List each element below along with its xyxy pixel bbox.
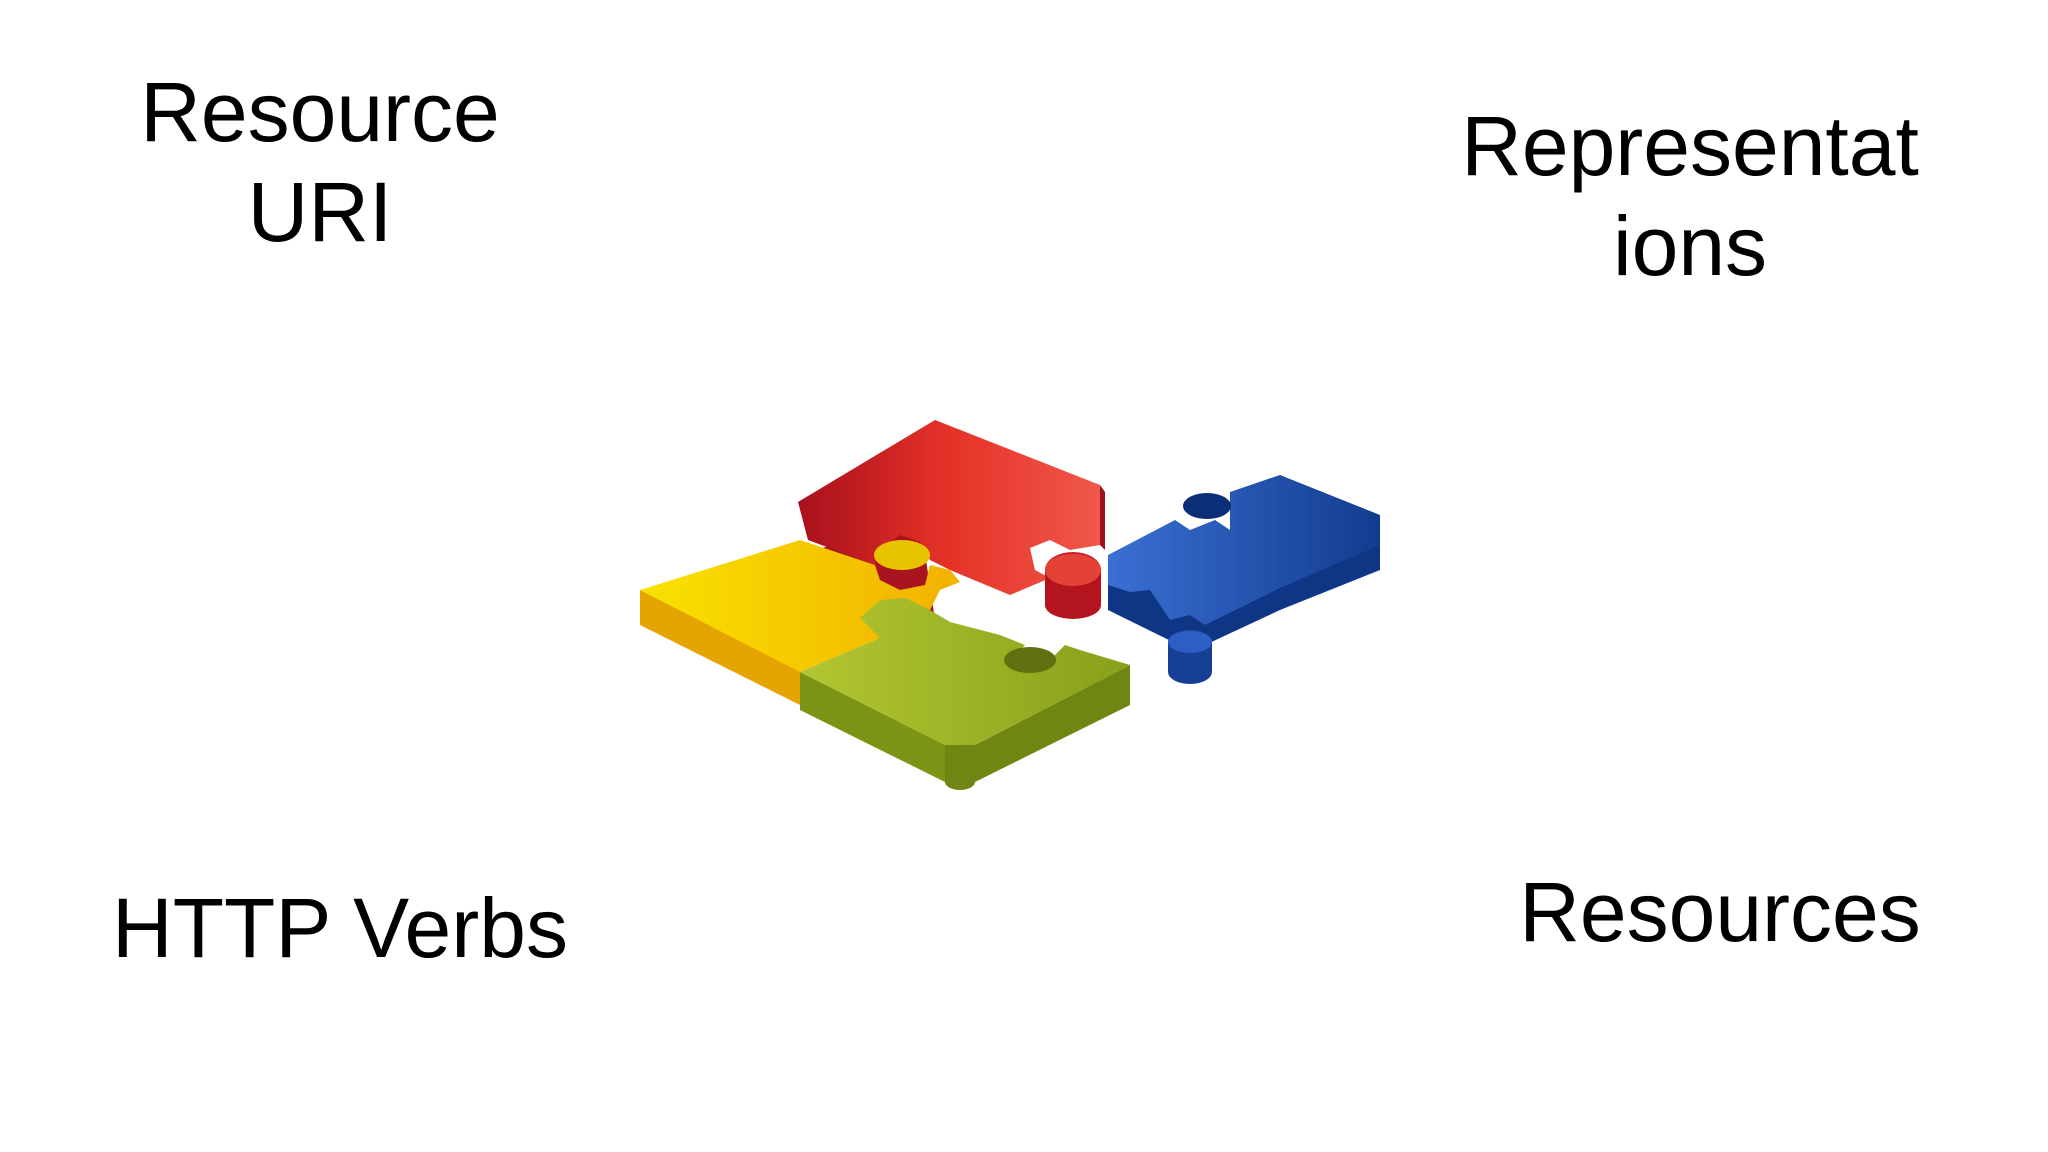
label-resource-uri-line2: URI — [100, 162, 540, 262]
label-resource-uri: Resource URI — [100, 62, 540, 262]
label-http-verbs: HTTP Verbs — [80, 878, 600, 978]
label-resource-uri-line1: Resource — [100, 62, 540, 162]
label-resources: Resources — [1500, 862, 1940, 962]
label-resources-text: Resources — [1500, 862, 1940, 962]
label-http-verbs-text: HTTP Verbs — [80, 878, 600, 978]
puzzle-piece-blue — [1108, 475, 1380, 684]
label-representations: Representat ions — [1440, 96, 1940, 296]
puzzle-illustration — [630, 410, 1390, 810]
label-representations-line1: Representat — [1440, 96, 1940, 196]
label-representations-line2: ions — [1440, 196, 1940, 296]
